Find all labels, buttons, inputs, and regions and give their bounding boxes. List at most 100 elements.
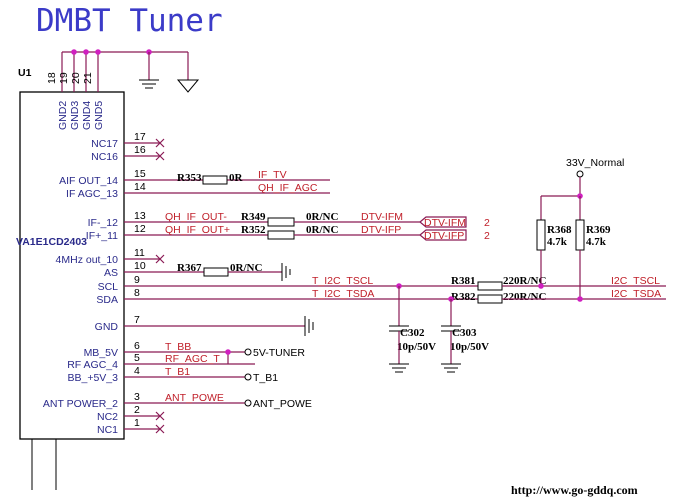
pin-num-12: 12: [134, 223, 146, 235]
pin-num-6: 6: [134, 340, 140, 352]
pin-name-aif-out: AIF OUT_14: [59, 175, 118, 187]
pin-num-14: 14: [134, 181, 146, 193]
net-qh-if-out-minus: QH_IF_OUT-: [165, 211, 227, 223]
resistor-r352: [267, 230, 295, 240]
port-t-b1: T_B1: [253, 372, 278, 384]
pin-num-2: 2: [134, 404, 140, 416]
gnd-pin-name-gnd2: GND2: [57, 101, 69, 130]
junction-tsda: [577, 296, 583, 302]
resistor-r382: [477, 294, 503, 304]
r353-ref: R353: [177, 172, 202, 184]
r349-ref: R349: [241, 211, 266, 223]
resistor-r368: [536, 219, 546, 251]
chip-part: VA1E1CD2403: [16, 236, 87, 248]
port-dtv-ifp-label: DTV-IFP: [424, 230, 464, 242]
pin-name-sda: SDA: [96, 294, 118, 306]
net-ant-powe: ANT_POWE: [165, 392, 224, 404]
net-t-b1: T_B1: [165, 366, 190, 378]
pin-name-if-minus: IF-_12: [88, 217, 119, 229]
port-ant-powe: ANT_POWE: [253, 398, 312, 410]
net-dtv-ifm: DTV-IFM: [361, 211, 403, 223]
pin-name-ant-power: ANT POWER_2: [43, 398, 118, 410]
pin-name-if-agc: IF AGC_13: [66, 188, 118, 200]
ground-symbol-pin7: [304, 316, 314, 336]
net-qh-if-agc: QH_IF_AGC: [258, 182, 318, 194]
pin-name-4mhz-out: 4MHz out_10: [56, 254, 119, 266]
pin-name-rf-agc: RF AGC_4: [67, 359, 118, 371]
pin-num-15: 15: [134, 168, 146, 180]
c303-value: 10p/50V: [450, 341, 489, 353]
pin-name-nc16: NC16: [91, 151, 118, 163]
r382-ref: R382: [451, 291, 476, 303]
c302-ref: C302: [400, 327, 425, 339]
port-dtv-ifm-num: 2: [484, 217, 490, 229]
port-dtv-ifp: [419, 229, 467, 241]
resistor-r353: [202, 175, 228, 185]
gnd-pin-name-gnd5: GND5: [93, 101, 105, 130]
gnd-pin-name-gnd4: GND4: [81, 101, 93, 130]
pin-num-3: 3: [134, 391, 140, 403]
pin-name-scl: SCL: [98, 281, 119, 293]
nc-marks: [155, 138, 165, 434]
net-if-tv: IF_TV: [258, 169, 287, 181]
r352-value: 0R/NC: [306, 224, 338, 236]
gnd-pin-num-19: 19: [58, 72, 70, 84]
net-dtv-ifp: DTV-IFP: [361, 224, 401, 236]
port-dtv-ifp-num: 2: [484, 230, 490, 242]
r349-value: 0R/NC: [306, 211, 338, 223]
pin-name-nc17: NC17: [91, 138, 118, 150]
resistor-r369: [575, 219, 585, 251]
net-i2c-tscl: I2C_TSCL: [611, 275, 660, 287]
chip-ref: U1: [18, 67, 32, 79]
r353-value: 0R: [229, 172, 244, 184]
net-t-i2c-tsda: T_I2C_TSDA: [312, 288, 374, 300]
ground-symbol-c303: [441, 363, 461, 373]
port-5v-tuner: 5V-TUNER: [253, 347, 305, 359]
gnd-pin-num-21: 21: [82, 72, 94, 84]
schematic-title: DMBT Tuner: [36, 3, 223, 39]
gnd-pin-num-18: 18: [46, 72, 58, 84]
pin-num-7: 7: [134, 314, 140, 326]
r381-ref: R381: [451, 275, 475, 287]
r368-value: 4.7k: [547, 236, 568, 248]
pin-num-11: 11: [134, 247, 145, 259]
r367-value: 0R/NC: [230, 262, 262, 274]
junction-5v: [225, 349, 231, 355]
net-t-i2c-tscl: T_I2C_TSCL: [312, 275, 373, 287]
pin-name-bb-5v: BB_+5V_3: [67, 372, 118, 384]
chip-body: [19, 91, 125, 440]
ground-symbol-c302: [389, 363, 409, 373]
port-dtv-ifm-label: DTV-IFM: [424, 217, 466, 229]
pin-num-9: 9: [134, 274, 140, 286]
pin-num-4: 4: [134, 365, 140, 377]
r368-ref: R368: [547, 224, 572, 236]
pin-name-mb-5v: MB_5V: [84, 347, 118, 359]
pin-name-nc1: NC1: [97, 424, 118, 436]
r381-value: 220R/NC: [503, 275, 546, 287]
net-qh-if-out-plus: QH_IF_OUT+: [165, 224, 230, 236]
gnd-pin-group: [61, 49, 200, 93]
net-rf-agc-t: RF_AGC_T: [165, 353, 220, 365]
pin-num-10: 10: [134, 260, 146, 272]
gnd-pin-name-gnd3: GND3: [69, 101, 81, 130]
pin-num-13: 13: [134, 210, 146, 222]
pin-num-1: 1: [134, 417, 140, 429]
supply-pin: [576, 170, 584, 178]
pin-name-nc2: NC2: [97, 411, 118, 423]
pin-name-if-plus: IF+_11: [86, 230, 118, 242]
pin-num-17: 17: [134, 131, 146, 143]
net-t-bb: T_BB: [165, 341, 191, 353]
port-dtv-ifm: [419, 216, 467, 228]
port-ant-powe-pin: [244, 399, 252, 407]
pin-num-5: 5: [134, 352, 140, 364]
port-t-b1-pin: [244, 373, 252, 381]
r382-value: 220R/NC: [503, 291, 546, 303]
junction-tscl: [538, 283, 544, 289]
resistor-r367: [203, 267, 229, 277]
net-i2c-tsda: I2C_TSDA: [611, 288, 661, 300]
resistor-r381: [477, 281, 503, 291]
supply-label: 33V_Normal: [566, 157, 624, 169]
pin-name-gnd: GND: [95, 321, 119, 333]
r367-ref: R367: [177, 262, 202, 274]
